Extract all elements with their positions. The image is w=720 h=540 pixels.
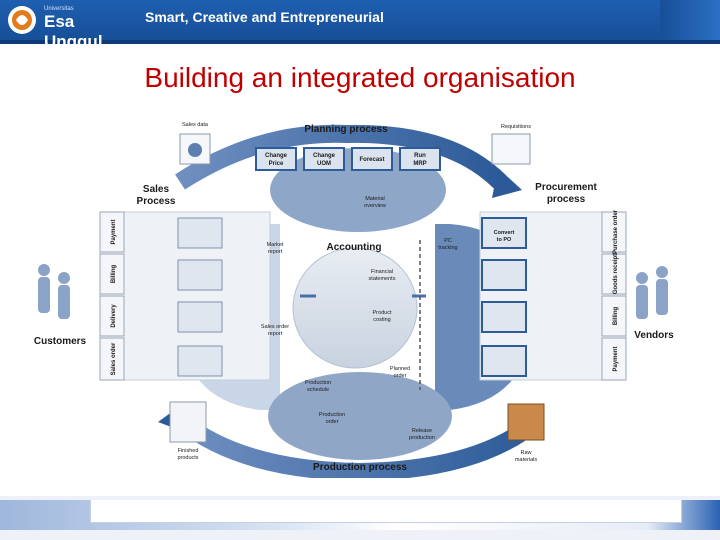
procurement-step-payment: Payment [613,346,619,371]
financial-label-1: Financial [371,269,393,275]
customers-label: Customers [34,336,87,347]
sales-label-1: Sales [143,184,170,195]
procurement-step-billing: Billing [613,307,619,326]
footer-tab [90,500,682,523]
ring-top-arrow [175,124,507,190]
planned-order-label-1: Planned [390,366,410,372]
product-costing-label-2: costing [373,317,390,323]
header-accent [660,0,720,40]
planning-label: Planning process [304,124,388,135]
requisitions-icon [491,133,531,165]
planning-step-1a: Change [265,153,288,159]
ring-top-arrowhead [492,168,522,198]
accounting-label: Accounting [327,242,382,253]
sales-order-report-label-1: Sales order [261,324,289,330]
raw-materials-label-1: Raw [520,450,531,456]
planning-step-2b: UOM [317,161,331,167]
university-logo: Universitas Esa Unggul [4,3,134,51]
sales-data-label: Sales data [182,122,209,128]
vendors-label: Vendors [634,330,674,341]
accounting-core [292,247,418,369]
product-costing-label-1: Product [373,310,392,316]
procurement-step-gr: Goods receipt [613,254,619,294]
raw-materials-icon [507,403,545,441]
production-schedule-label-2: schedule [307,387,329,393]
material-overview-label-1: Material [365,196,385,202]
sales-order-report-label-2: report [268,331,283,337]
procurement-steps [601,211,627,381]
customers-icon [38,264,70,319]
release-production-label-1: Release [412,428,432,434]
requisitions-label: Requisitions [501,124,531,130]
procurement-label-1: Procurement [535,182,597,193]
production-order-label-1: Production [319,412,345,418]
slide-header [0,0,720,40]
procurement-label-2: process [547,194,586,205]
planning-step-1b: Price [269,161,284,167]
sales-step-delivery: Delivery [111,304,117,328]
convert-po-label-1: Convert [494,230,515,236]
production-label: Production process [313,462,407,473]
sales-label-2: Process [137,196,176,207]
financial-label-2: statements [369,276,396,282]
planning-step-4b: MRP [413,161,426,167]
market-report-label-1: Market [267,242,284,248]
finished-products-icon [169,401,207,443]
procurement-screens [481,217,527,377]
pc-tracking-label-1: PC [444,238,452,244]
sales-step-payment: Payment [111,219,117,244]
brand-prefix: Universitas [44,6,74,12]
sales-data-icon [179,133,211,165]
integrated-process-diagram: Planning process Sales Process Procureme… [30,120,686,482]
planning-step-4a: Run [414,153,426,159]
process-diagram-svg: Planning process Sales Process Procureme… [34,122,674,482]
planning-step-3a: Forecast [359,157,384,163]
vendors-icon [636,266,668,319]
release-production-label-2: production [409,435,435,441]
production-order-label-2: order [326,419,339,425]
sales-step-billing: Billing [111,265,117,284]
document-icons [169,133,545,443]
ring-bottom-arrow [174,412,544,482]
convert-po-label-2: to PO [497,237,512,243]
production-schedule-label-1: Production [305,380,331,386]
sales-screens [177,217,223,377]
brand-name: Esa Unggul [44,12,103,51]
sales-step-order: Sales order [111,342,117,375]
logo-emblem-icon [8,6,36,34]
pc-tracking-label-2: tracking [438,245,457,251]
planning-step-boxes [255,147,441,171]
planned-order-label-2: order [394,373,407,379]
slide-title: Building an integrated organisation [144,62,576,93]
procurement-step-po: Purchase order [613,209,619,254]
raw-materials-label-2: materials [515,457,538,463]
market-report-label-2: report [268,249,283,255]
sales-steps [99,211,125,381]
planning-step-2a: Change [313,153,336,159]
finished-products-label-2: products [177,455,198,461]
production-lobe [268,372,452,460]
header-divider [0,40,720,44]
tagline: Smart, Creative and Entrepreneurial [145,9,384,25]
material-overview-label-2: overview [364,203,386,209]
finished-products-label-1: Finished [178,448,199,454]
